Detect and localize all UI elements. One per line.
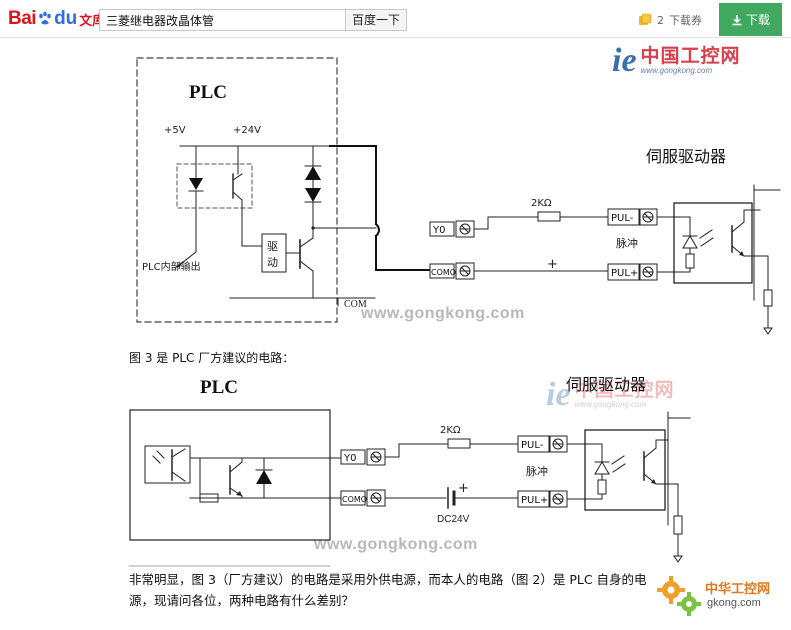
fig2-plc-internal-output-label: PLC内部输出: [142, 260, 201, 273]
top-bar: Bai du 文库 百度一下 2 下载券 下载: [0, 0, 791, 38]
ie-logo-icon: ie: [612, 42, 637, 79]
fig2-plc-title: PLC: [189, 82, 227, 103]
coupon-label: 下载券: [669, 14, 702, 27]
corner-logo-url: gkong.com: [707, 597, 761, 609]
fig3-resistor-2k: [447, 438, 471, 449]
watermark-url-text: www.gongkong.com: [640, 66, 713, 75]
fig3-terminal-pul-minus: [517, 435, 550, 453]
fig3-driver-title: 伺服驱动器: [566, 375, 646, 394]
coupon-indicator[interactable]: 2 下载券: [638, 12, 702, 28]
question-paragraph: 非常明显，图 3（厂方建议）的电路是采用外供电源，而本人的电路（图 2）是 PL…: [129, 572, 647, 608]
fig2-plus24-label: +24V: [233, 125, 261, 136]
fig2-com-label: COM: [344, 299, 367, 310]
fig2-optocoupler-box: [176, 163, 253, 209]
download-icon: [732, 14, 742, 25]
watermark-faint-url-text: www.gongkong.com: [574, 400, 647, 409]
fig3-terminal-como: [340, 490, 366, 506]
ie-logo-faint-icon: ie: [546, 376, 571, 413]
fig3-protection-diode-icon: [256, 470, 272, 484]
watermark-cn-text: 中国工控网: [640, 45, 741, 67]
gkong-corner-logo: 中华工控网 gkong.com: [655, 572, 785, 622]
fig2-diode-upper-icon: [305, 166, 321, 180]
fig3-plc-title: PLC: [200, 377, 238, 398]
fig2-resistor-label: 2KΩ: [531, 198, 552, 209]
download-button[interactable]: 下载: [719, 3, 782, 36]
fig3-terminal-pul-plus: [517, 490, 550, 508]
fig2-terminal-pul-plus: [607, 263, 640, 281]
coupon-count: 2: [657, 13, 664, 27]
fig2-led-icon: [189, 178, 203, 190]
logo-text-bai: Bai: [8, 8, 37, 29]
fig3-terminal-y0: [340, 449, 366, 465]
fig3-pul-plus-label: PUL+: [521, 495, 548, 506]
fig2-servo-optocoupler: [673, 202, 753, 284]
fig3-pulse-label: 脉冲: [526, 464, 548, 478]
search-input[interactable]: [99, 9, 345, 31]
fig3-terminal-y0-label: Y0: [343, 453, 356, 464]
fig3-plus-sign: +: [458, 481, 469, 496]
fig3-terminal-como-label: COMO: [342, 495, 367, 504]
gongkong-url-watermark-1: www.gongkong.com: [361, 305, 525, 322]
watermark-faint-cn-text: 中国工控网: [574, 379, 675, 401]
fig2-diode-lower-icon: [305, 188, 321, 202]
fig3-pul-minus-label: PUL-: [521, 440, 544, 451]
search-button[interactable]: 百度一下: [345, 9, 407, 31]
paw-icon: [39, 11, 51, 25]
figure-caption: 图 3 是 PLC 厂方建议的电路：: [129, 351, 295, 365]
coupon-icon: [639, 13, 652, 25]
download-label: 下载: [745, 13, 770, 27]
gear-icon: [657, 576, 701, 616]
corner-logo-title: 中华工控网: [705, 582, 771, 597]
fig3-servo-optocoupler: [584, 429, 666, 511]
fig3-resistor-label: 2KΩ: [440, 425, 461, 436]
fig2-pul-plus-label: PUL+: [611, 268, 638, 279]
gongkong-url-watermark-2: www.gongkong.com: [314, 536, 478, 553]
fig2-plus5-label: +5V: [164, 125, 186, 136]
fig2-plc-boundary: [136, 57, 338, 323]
fig2-drive-char-2: 动: [267, 256, 278, 269]
logo-text-du: du: [54, 8, 78, 29]
fig2-terminal-como-label: COMO: [431, 268, 456, 277]
logo-text-wenku: 文库: [79, 13, 106, 29]
fig2-drive-char-1: 驱: [267, 240, 278, 253]
gongkong-watermark-logo: ie 中国工控网 www.gongkong.com: [612, 44, 741, 78]
baidu-wenku-logo[interactable]: Bai du 文库: [8, 7, 105, 31]
fig3-battery-label: DC24V: [437, 514, 470, 525]
fig2-terminal-y0-label: Y0: [432, 225, 445, 236]
fig2-pul-minus-label: PUL-: [611, 213, 634, 224]
fig2-terminal-como: [429, 263, 455, 279]
fig3-optocoupler: [144, 445, 191, 484]
fig2-terminal-y0: [429, 221, 455, 237]
fig2-resistor-2k: [537, 211, 561, 222]
gongkong-watermark-logo-faint: ie 中国工控网 www.gongkong.com: [546, 378, 675, 412]
fig2-driver-title: 伺服驱动器: [646, 147, 726, 166]
fig2-terminal-pul-minus: [607, 208, 640, 226]
fig2-pulse-label: 脉冲: [616, 236, 638, 250]
fig2-plus-sign: +: [547, 257, 558, 272]
fig3-plc-boundary: [129, 409, 331, 541]
